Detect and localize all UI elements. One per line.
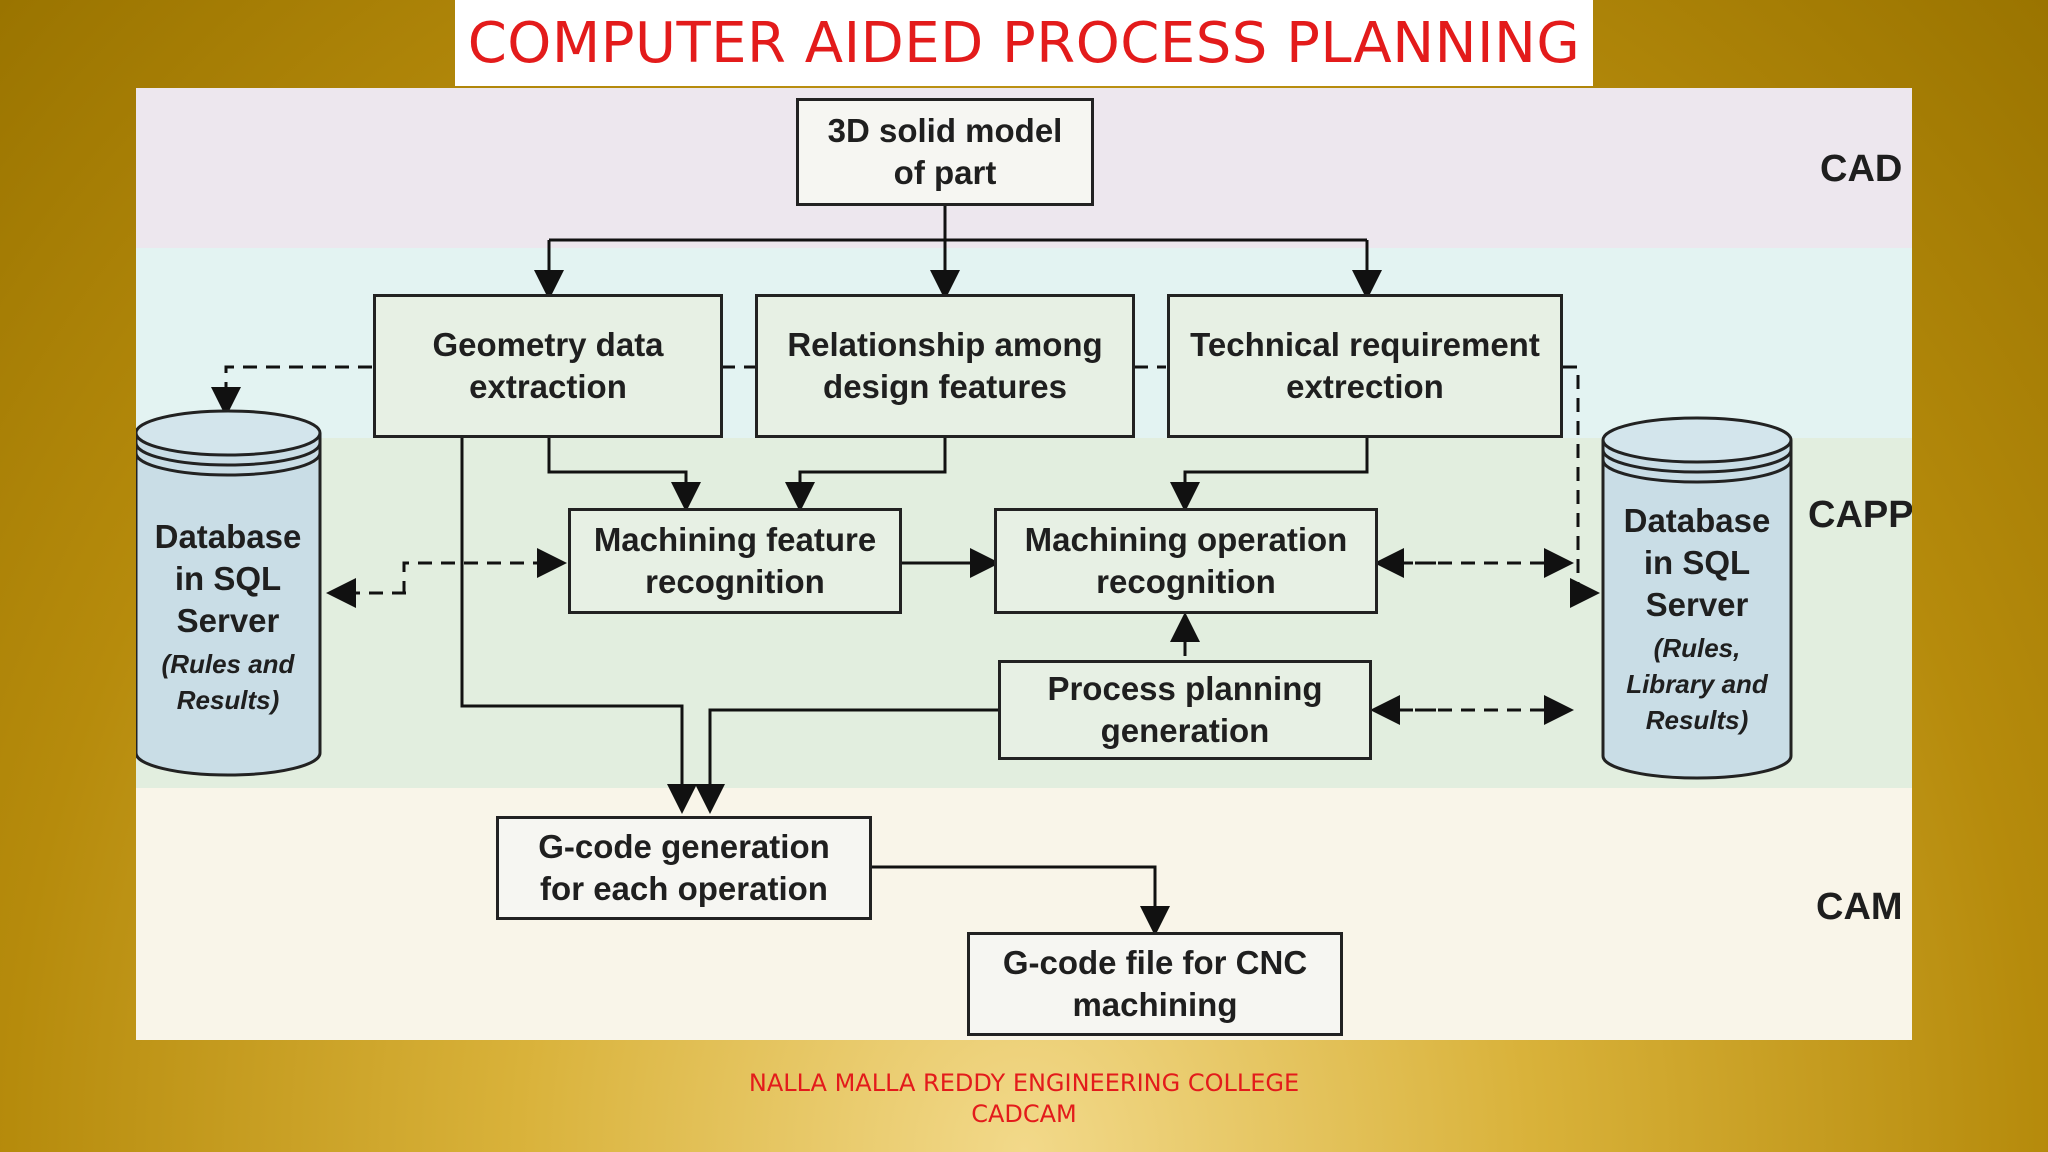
right-database-title: Database in SQL Server: [1623, 502, 1771, 623]
footer-course-name: CADCAM: [971, 1100, 1077, 1128]
node-process-planning-generation: Process planning generation: [998, 660, 1372, 760]
dashed-left-db-to-feature: [402, 548, 567, 595]
arrow-geometry-to-gcode: [460, 438, 697, 814]
node-machining-feature-recognition: Machining feature recognition: [568, 508, 902, 614]
arrow-technical-to-operation: [1170, 438, 1369, 512]
footer-college-name: NALLA MALLA REDDY ENGINEERING COLLEGE: [748, 1069, 1300, 1097]
dashed-geometry-to-left-db: [211, 365, 372, 417]
left-database-cylinder: [136, 409, 322, 777]
left-database-subtitle: (Rules and Results): [161, 649, 295, 715]
stage-label-cam: CAM: [1816, 886, 1903, 928]
arrow-geometry-to-feature: [547, 438, 701, 512]
dashed-technical-to-right-db: [1563, 365, 1600, 608]
node-relationship-features: Relationship among design features: [755, 294, 1135, 438]
stage-label-cad: CAD: [1820, 148, 1903, 190]
right-database-label: Database in SQL Server (Rules, Library a…: [1603, 500, 1791, 738]
node-3d-solid-model: 3D solid model of part: [796, 98, 1094, 206]
stage-label-capp: CAPP: [1808, 494, 1912, 536]
arrow-gcode-to-file: [871, 865, 1170, 936]
right-database-cylinder: [1601, 416, 1793, 780]
node-geometry-extraction: Geometry data extraction: [373, 294, 723, 438]
left-database-title: Database in SQL Server: [154, 518, 302, 639]
node-gcode-file: G-code file for CNC machining: [967, 932, 1343, 1036]
slide-title-box: COMPUTER AIDED PROCESS PLANNING: [455, 0, 1593, 86]
diagram-connectors: [136, 206, 1793, 936]
right-database-subtitle: (Rules, Library and Results): [1626, 633, 1768, 735]
left-database-label: Database in SQL Server (Rules and Result…: [136, 516, 320, 718]
slide-title: COMPUTER AIDED PROCESS PLANNING: [467, 10, 1581, 76]
arrow-relationship-to-feature: [785, 438, 947, 512]
slide-footer: NALLA MALLA REDDY ENGINEERING COLLEGE CA…: [0, 1068, 2048, 1130]
capp-flow-diagram: CAD CAPP CAM 3D solid model of part Geom…: [136, 88, 1912, 1040]
node-technical-requirement: Technical requirement extrection: [1167, 294, 1563, 438]
arrow-process-to-gcode: [695, 708, 998, 814]
node-gcode-generation: G-code generation for each operation: [496, 816, 872, 920]
node-machining-operation-recognition: Machining operation recognition: [994, 508, 1378, 614]
